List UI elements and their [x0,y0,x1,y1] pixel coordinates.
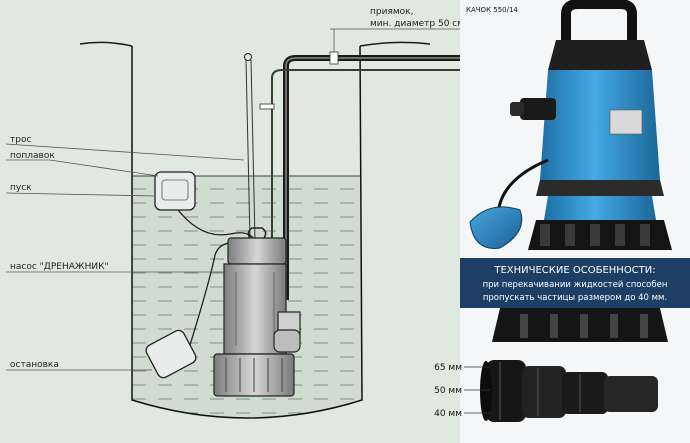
ground-line-right [359,41,431,47]
fitting-step-50 [522,366,566,418]
pump-motor-cap [227,237,287,265]
fitting-size-65: 65 мм [434,363,462,373]
product-float [469,206,523,249]
rope-line-1 [245,59,251,241]
fitting-step-40 [562,372,608,414]
label-pit-line2: мин. диаметр 50 см. [370,19,467,29]
sump-diagram: трос поплавок пуск насос "ДРЕНАЖНИК" ост… [5,7,467,419]
rope-hook [244,53,252,61]
label-pit-line1: приямок, [370,7,413,17]
diagram-pump [213,227,301,397]
stepped-fitting [480,360,658,422]
pump-handle [247,227,267,239]
ground-line-left [79,41,133,47]
features-title: ТЕХНИЧЕСКИЕ ОСОБЕННОСТИ: [493,265,655,276]
fitting-step-65 [486,360,526,422]
pit-wall [131,45,363,419]
fitting-size-50: 50 мм [434,386,462,396]
features-line1: при перекачивании жидкостей способен [483,280,668,290]
product-pump-handle [561,0,637,40]
hose-clamp [329,51,339,65]
features-line2: пропускать частицы размером до 40 мм. [483,293,667,303]
label-stop: остановка [10,360,59,370]
product-panel: КАЧОК 550/14 [434,0,690,443]
cable-clamp [259,103,275,110]
product-pump [469,0,672,250]
float-switch-stop [145,329,197,379]
features-band [460,258,690,308]
label-cable: трос [10,135,31,145]
power-cable [271,69,460,250]
product-pump-plate [609,109,643,135]
product-pump-outlet [520,98,556,120]
pump-outlet-elbow [273,329,301,353]
fitting-size-40: 40 мм [434,409,462,419]
leader-float [49,159,159,177]
leader-cable [5,143,245,161]
leader-start [5,192,156,197]
float-switch-start [154,171,196,211]
product-pump-body [540,70,660,180]
label-pump: насос "ДРЕНАЖНИК" [10,262,109,272]
discharge-hose-highlight [285,57,460,300]
label-start: пуск [10,183,32,193]
product-model: КАЧОК 550/14 [466,6,518,14]
float-switch-start-inner [161,179,189,201]
product-pump-cap [548,40,652,70]
rope-line-2 [250,59,256,241]
label-float: поплавок [10,151,55,161]
